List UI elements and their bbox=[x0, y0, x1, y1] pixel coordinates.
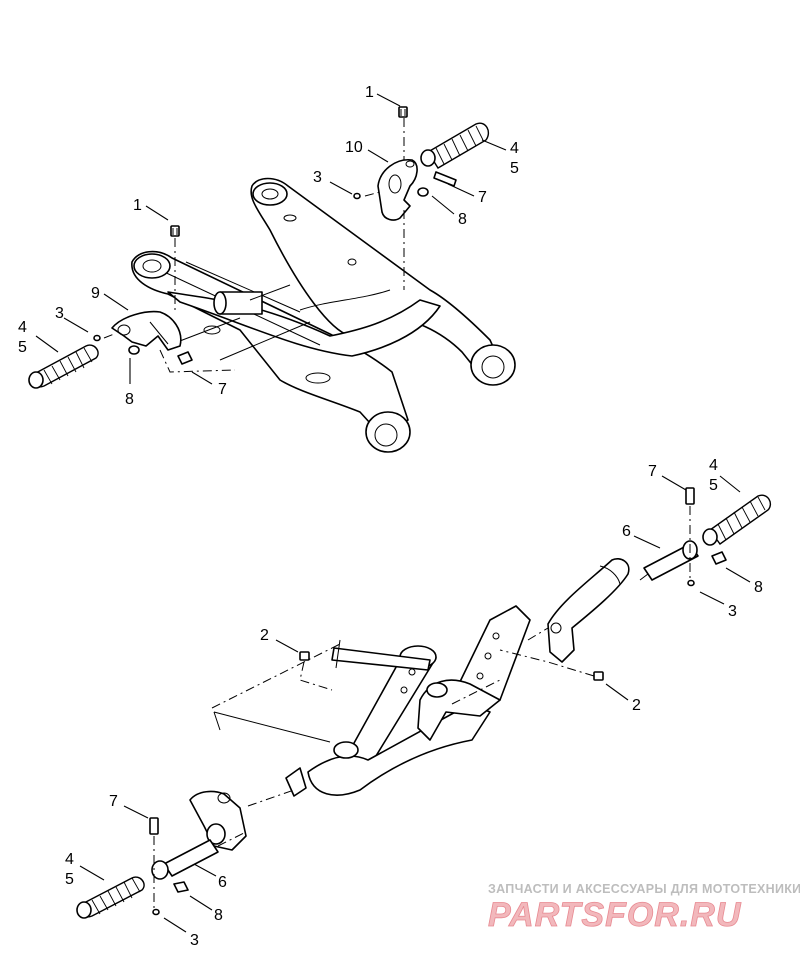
callout-5: 5 bbox=[709, 477, 718, 494]
footpeg-icon bbox=[28, 344, 99, 389]
callout-1: 1 bbox=[133, 197, 142, 214]
footpeg-icon bbox=[420, 122, 490, 169]
callout-5: 5 bbox=[65, 871, 74, 888]
watermark-tagline: ЗАПЧАСТИ И АКСЕССУАРЫ ДЛЯ МОТОТЕХНИКИ bbox=[488, 882, 800, 896]
leader-lines bbox=[35, 93, 751, 933]
callout-4: 4 bbox=[18, 319, 27, 336]
watermark: ЗАПЧАСТИ И АКСЕССУАРЫ ДЛЯ МОТОТЕХНИКИ PA… bbox=[488, 882, 800, 934]
peg-mount-left bbox=[28, 225, 236, 389]
peg-mount-right bbox=[353, 106, 490, 290]
callout-8: 8 bbox=[125, 391, 134, 408]
footpeg-icon bbox=[76, 876, 145, 919]
peg-assembly-left bbox=[76, 817, 247, 919]
callout-8: 8 bbox=[458, 211, 467, 228]
callout-6: 6 bbox=[622, 523, 631, 540]
callout-3: 3 bbox=[190, 932, 199, 949]
callout-9: 9 bbox=[91, 285, 100, 302]
callout-7: 7 bbox=[648, 463, 657, 480]
callout-4: 4 bbox=[65, 851, 74, 868]
callout-4: 4 bbox=[709, 457, 718, 474]
callout-6: 6 bbox=[218, 874, 227, 891]
callout-2: 2 bbox=[260, 627, 269, 644]
callout-8: 8 bbox=[214, 907, 223, 924]
watermark-brand: PARTSFOR.RU bbox=[488, 896, 742, 934]
callout-labels: 1 10 3 4 5 7 8 1 9 3 4 5 8 7 7 4 5 6 8 3… bbox=[18, 84, 763, 949]
swingarm bbox=[131, 177, 516, 453]
callout-3: 3 bbox=[55, 305, 64, 322]
callout-3: 3 bbox=[313, 169, 322, 186]
callout-4: 4 bbox=[510, 140, 519, 157]
peg-assembly-right bbox=[639, 487, 772, 587]
callout-10: 10 bbox=[345, 139, 363, 156]
frame bbox=[189, 558, 630, 851]
callout-3: 3 bbox=[728, 603, 737, 620]
callout-5: 5 bbox=[18, 339, 27, 356]
callout-5: 5 bbox=[510, 160, 519, 177]
callout-7: 7 bbox=[218, 381, 227, 398]
callout-1: 1 bbox=[365, 84, 374, 101]
callout-7: 7 bbox=[478, 189, 487, 206]
footpeg-icon bbox=[702, 494, 772, 546]
callout-7: 7 bbox=[109, 793, 118, 810]
callout-2: 2 bbox=[632, 697, 641, 714]
callout-8: 8 bbox=[754, 579, 763, 596]
